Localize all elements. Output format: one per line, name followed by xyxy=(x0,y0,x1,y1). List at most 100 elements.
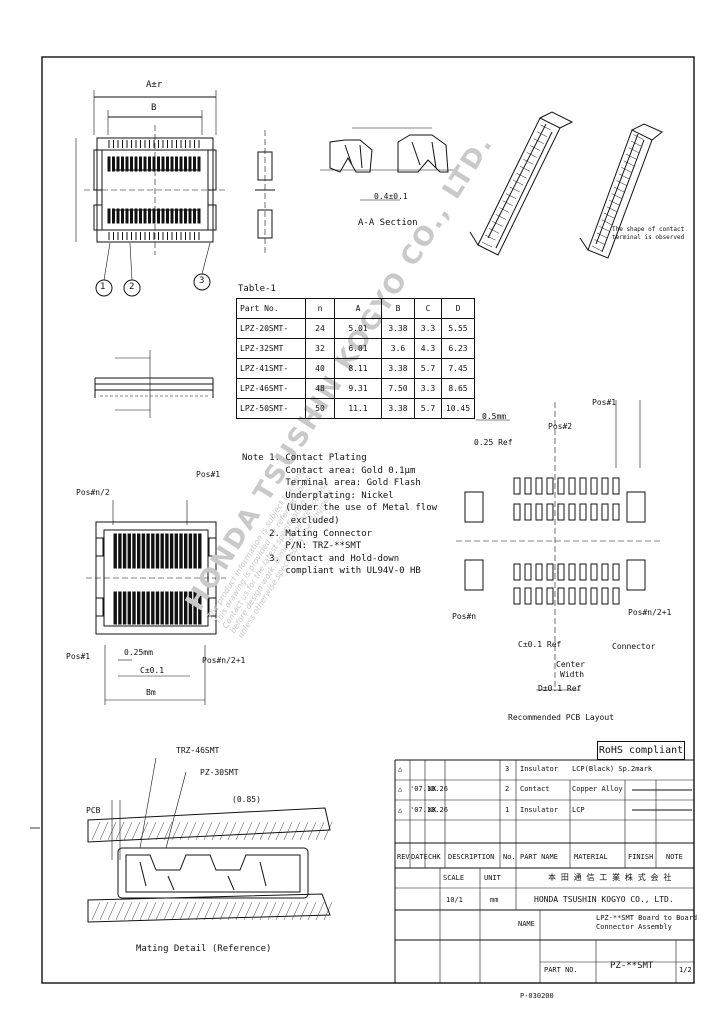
iso-hatch-line xyxy=(523,159,534,165)
land-width-label: Width xyxy=(560,670,585,679)
top-pin xyxy=(161,208,165,224)
top-pin xyxy=(152,208,156,224)
mate-hatch-line xyxy=(227,901,237,921)
mate-hatch-line xyxy=(299,821,309,841)
iso-hatch-line xyxy=(601,219,612,226)
top-pin xyxy=(134,156,138,172)
top-pin xyxy=(125,156,129,172)
table-row: LPZ-50SMT- 50 11.1 3.38 5.7 10.45 xyxy=(236,398,475,419)
side-note: The shape of contact terminal is observe… xyxy=(612,226,685,241)
rev-row-3-part: Insulator xyxy=(520,765,558,773)
top-pin xyxy=(112,208,115,224)
top-pin xyxy=(148,208,151,224)
table-header-row: Part No. n A B C D xyxy=(236,298,475,319)
land-pad xyxy=(612,587,620,605)
bottom-pin xyxy=(113,591,117,625)
rev-row-3-no: 3 xyxy=(505,765,510,773)
bottom-pin xyxy=(146,533,150,569)
iso-hatch-line xyxy=(611,193,622,199)
iso-hatch-line xyxy=(485,234,496,241)
mating-pcb: PCB xyxy=(86,806,101,815)
iso-hatch-line xyxy=(633,134,644,140)
bottom-pin xyxy=(151,533,155,569)
table-cell: LPZ-50SMT- xyxy=(236,398,306,419)
mate-hatch-line xyxy=(235,821,245,841)
side-view-drawing xyxy=(255,130,275,255)
table-header: C xyxy=(414,298,442,319)
land-pad xyxy=(568,587,576,605)
iso-hatch-line xyxy=(623,160,634,167)
mate-hatch-line xyxy=(147,901,157,921)
land-pad xyxy=(568,477,576,495)
header-no: No. xyxy=(503,853,516,861)
mate-hatch-line xyxy=(235,901,245,921)
bottom-pin xyxy=(155,533,160,569)
mate-hatch-line xyxy=(123,821,133,841)
mating-part-1: TRZ-46SMT xyxy=(176,746,220,755)
top-pin xyxy=(130,208,133,224)
top-pin xyxy=(184,156,187,172)
table-row: LPZ-20SMT- 24 5.01 3.38 3.3 5.55 xyxy=(236,318,475,339)
table-cell: 3.6 xyxy=(381,338,415,359)
mate-hatch-line xyxy=(243,821,253,841)
table-cell: 11.1 xyxy=(334,398,382,419)
iso-hatch-line xyxy=(616,180,627,186)
table-cell: 3.38 xyxy=(381,398,415,419)
top-pin xyxy=(175,156,178,172)
top-pin xyxy=(125,208,129,224)
bottom-pin xyxy=(155,591,160,625)
company-japanese: 本 田 通 信 工 業 株 式 会 社 xyxy=(548,873,672,882)
top-pin xyxy=(197,208,201,224)
land-pad xyxy=(590,503,598,521)
note-line: Note 1. Contact Plating xyxy=(242,453,367,463)
note-line: 2. Mating Connector xyxy=(242,528,373,539)
land-pad xyxy=(579,503,587,521)
bottom-pin xyxy=(132,533,136,569)
land-a-label: D±0.1 Ref xyxy=(538,684,582,693)
bottom-pin xyxy=(193,591,197,625)
iso-hatch-line xyxy=(488,227,500,234)
table-cell: 5.55 xyxy=(441,318,475,339)
land-pad xyxy=(601,477,609,495)
land-pad xyxy=(612,563,620,581)
top-view-drawing xyxy=(75,90,226,255)
land-pad xyxy=(579,587,587,605)
table-cell: 3.38 xyxy=(381,358,415,379)
title-block-frame xyxy=(394,759,694,983)
land-pad xyxy=(513,563,521,581)
mate-hatch-line xyxy=(171,821,181,841)
land-pad xyxy=(601,563,609,581)
bottom-pin xyxy=(141,591,146,625)
mate-hatch-line xyxy=(219,901,229,921)
land-pad xyxy=(590,563,598,581)
iso-hatch-line xyxy=(530,145,541,151)
land-posn2-label: Pos#n/2+1 xyxy=(628,608,672,617)
top-pin xyxy=(193,156,196,172)
note-line: 3. Contact and Hold-down xyxy=(242,553,400,564)
land-pad xyxy=(557,503,565,521)
iso-hatch-line xyxy=(481,241,493,248)
table-header: n xyxy=(305,298,335,319)
posn12-label: Pos#n/2+1 xyxy=(202,656,246,665)
mate-hatch-line xyxy=(315,821,325,841)
top-pin xyxy=(130,156,133,172)
mate-hatch-line xyxy=(91,821,101,841)
top-pin xyxy=(116,156,120,172)
mate-hatch-line xyxy=(299,901,309,921)
land-pad xyxy=(601,587,609,605)
rev-row-1-chk: KK xyxy=(428,806,437,814)
land-pad xyxy=(579,563,587,581)
table-header: Part No. xyxy=(236,298,306,319)
pos1-bottom-label: Pos#1 xyxy=(66,652,91,661)
note-line: Contact area: Gold 0.1μm xyxy=(242,465,416,476)
mate-hatch-line xyxy=(291,901,301,921)
mate-hatch-line xyxy=(323,901,333,921)
iso-hatch-line xyxy=(536,131,548,138)
table-cell: 3.38 xyxy=(381,318,415,339)
mate-hatch-line xyxy=(203,901,213,921)
bottom-pin xyxy=(146,591,150,625)
top-pin xyxy=(170,156,174,172)
iso-hatch-line xyxy=(628,147,639,153)
land-pad xyxy=(546,587,554,605)
